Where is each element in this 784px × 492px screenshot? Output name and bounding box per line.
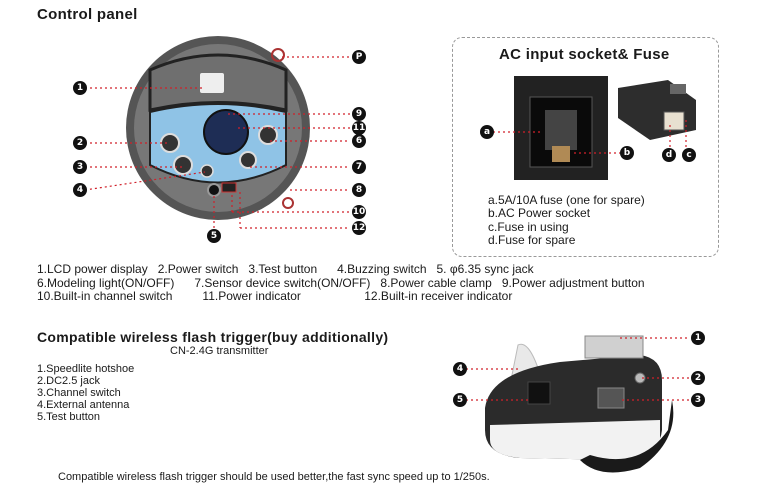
- callout-b: b: [620, 146, 634, 160]
- trigger-subtitle: CN-2.4G transmitter: [170, 345, 269, 357]
- callout-p: P: [352, 50, 366, 64]
- channel-switch: [221, 182, 237, 193]
- power-adjust-knob: [203, 109, 249, 155]
- sync-jack: [207, 183, 221, 197]
- callout-c: c: [682, 148, 696, 162]
- trigger-callout-2: 2: [691, 371, 705, 385]
- ac-item-d: d.Fuse for spare: [488, 233, 576, 247]
- trigger-callout-3: 3: [691, 393, 705, 407]
- trigger-item-2: 2.DC2.5 jack: [37, 375, 100, 387]
- trigger-callout-5: 5: [453, 393, 467, 407]
- callout-5: 5: [207, 229, 221, 243]
- legend-line-3: 10.Built-in channel switch 11.Power indi…: [37, 289, 513, 303]
- trigger-callout-1: 1: [691, 331, 705, 345]
- callout-3: 3: [73, 160, 87, 174]
- dc-jack: [634, 372, 646, 384]
- ac-item-a: a.5A/10A fuse (one for spare): [488, 193, 645, 207]
- trigger-item-1: 1.Speedlite hotshoe: [37, 363, 135, 375]
- power-switch-button: [160, 133, 180, 153]
- ac-item-c: c.Fuse in using: [488, 220, 569, 234]
- callout-10: 10: [352, 205, 366, 219]
- sensor-switch-button: [239, 151, 257, 169]
- trigger-test-button: [527, 381, 551, 405]
- callout-8: 8: [352, 183, 366, 197]
- callout-1: 1: [73, 81, 87, 95]
- callout-7: 7: [352, 160, 366, 174]
- callout-6: 6: [352, 134, 366, 148]
- modeling-light-button: [258, 125, 278, 145]
- ac-item-b: b.AC Power socket: [488, 206, 591, 220]
- trigger-title: Compatible wireless flash trigger(buy ad…: [37, 329, 389, 345]
- control-panel-title: Control panel: [37, 6, 138, 23]
- speedlite-hotshoe: [584, 335, 644, 359]
- legend-line-2: 6.Modeling light(ON/OFF) 7.Sensor device…: [37, 276, 645, 290]
- callout-2: 2: [73, 136, 87, 150]
- power-cable-clamp-top: [271, 48, 285, 62]
- trigger-item-4: 4.External antenna: [37, 399, 130, 411]
- lcd-display: [200, 73, 224, 93]
- footer-note: Compatible wireless flash trigger should…: [58, 471, 490, 483]
- callout-a: a: [480, 125, 494, 139]
- callout-d: d: [662, 148, 676, 162]
- test-button: [173, 155, 193, 175]
- ac-socket-title: AC input socket& Fuse: [499, 46, 670, 63]
- buzzing-switch: [200, 164, 214, 178]
- ac-socket-box: [452, 37, 719, 257]
- callout-4: 4: [73, 183, 87, 197]
- trigger-channel-switch: [597, 387, 625, 409]
- callout-9: 9: [352, 107, 366, 121]
- power-cable-clamp: [282, 197, 294, 209]
- trigger-callout-4: 4: [453, 362, 467, 376]
- callout-12: 12: [352, 221, 366, 235]
- legend-line-1: 1.LCD power display 2.Power switch 3.Tes…: [37, 262, 534, 276]
- trigger-item-5: 5.Test button: [37, 411, 100, 423]
- callout-11: 11: [352, 121, 366, 135]
- trigger-item-3: 3.Channel switch: [37, 387, 121, 399]
